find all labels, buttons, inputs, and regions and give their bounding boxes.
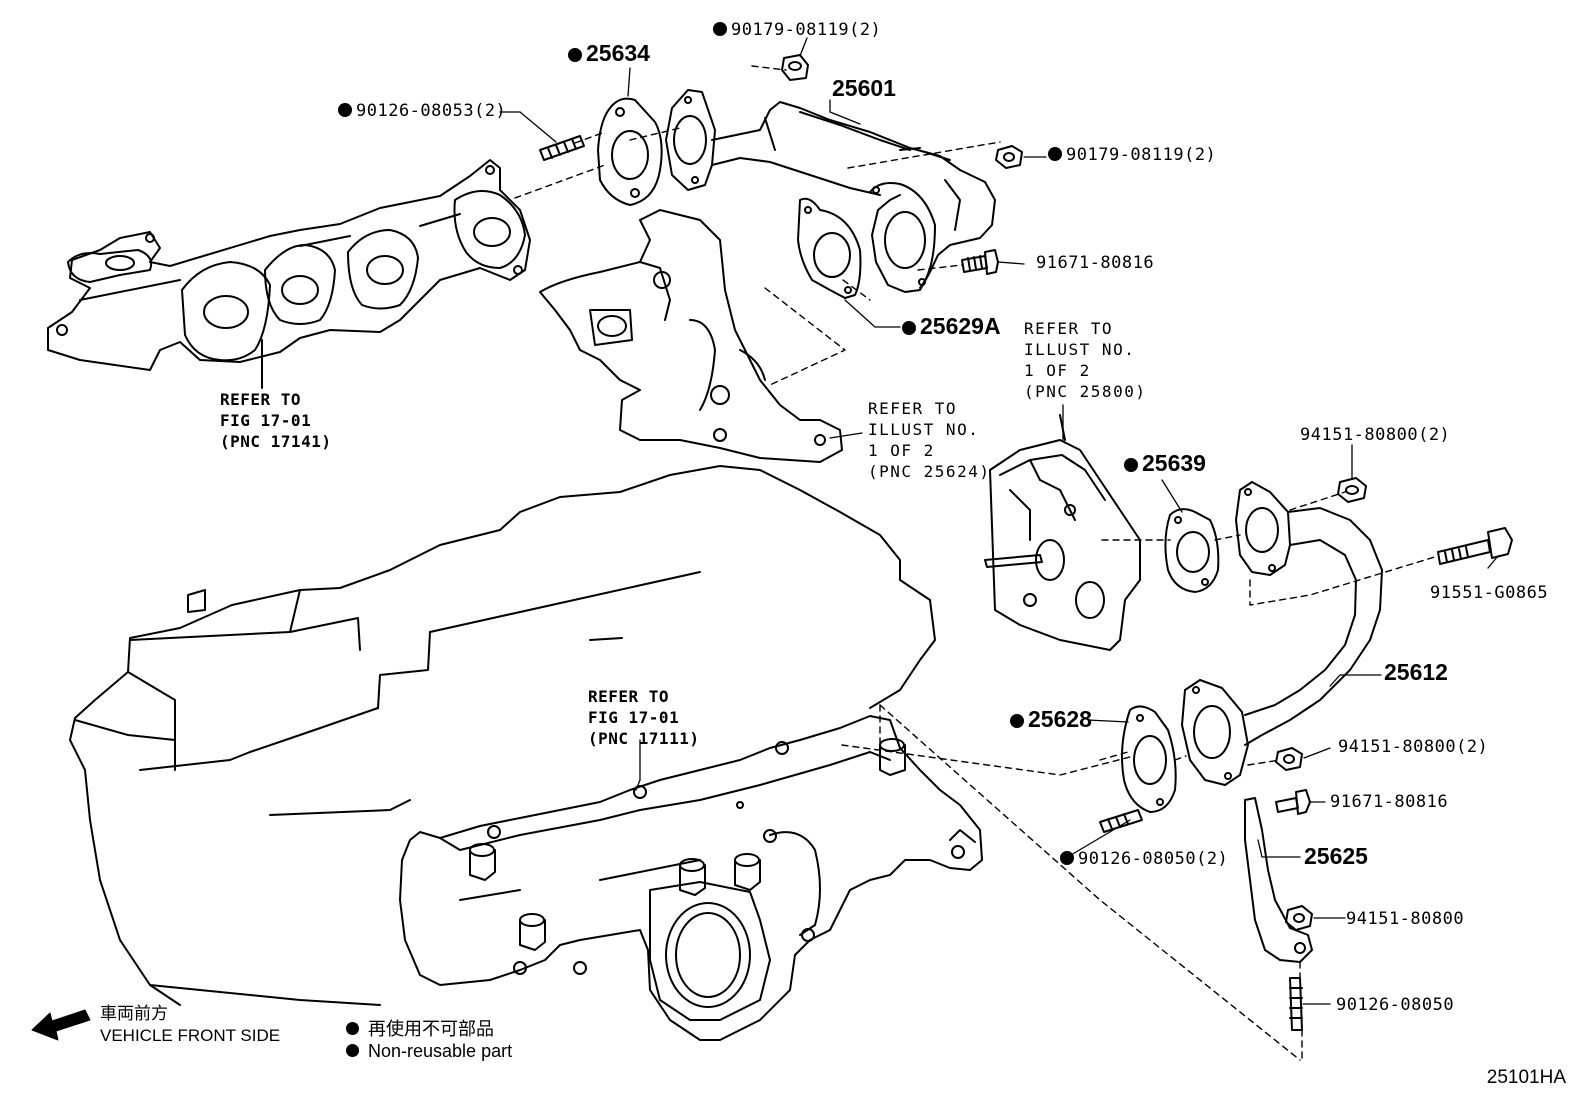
bolt-91671-b: [1275, 789, 1311, 815]
bolt-91671-a: [961, 249, 999, 275]
non-reusable-dot-icon: [902, 321, 916, 335]
non-reusable-dot-icon: [1060, 851, 1074, 865]
non-reusable-dot-icon: [346, 1022, 359, 1035]
label-94151-80800-a: 94151-80800(2): [1300, 425, 1451, 445]
label-25601: 25601: [832, 75, 896, 101]
leader-lines: [499, 37, 1499, 1005]
label-91671-80816-a: 91671-80816: [1036, 253, 1155, 273]
label-25628: 25628: [1010, 708, 1092, 731]
stud-90126-08053: [539, 135, 585, 161]
nut-94151-c: [1285, 905, 1313, 931]
label-90179-08119-right: 90179-08119(2): [1048, 147, 1216, 164]
turbo-elbow: [539, 209, 843, 463]
label-25612: 25612: [1384, 659, 1448, 685]
nut-90179-right: [995, 145, 1023, 169]
stud-90126-08050-2: [1099, 809, 1143, 833]
nut-94151-a: [1337, 477, 1367, 503]
gasket-25628: [1121, 705, 1177, 813]
label-90179-08119-top: 90179-08119(2): [713, 22, 881, 39]
egr-pipe-25612: [1181, 481, 1383, 786]
non-reusable-dot-icon: [1010, 714, 1024, 728]
stud-90126-08050: [1289, 977, 1303, 1031]
label-90126-08053: 90126-08053(2): [338, 103, 506, 120]
nut-90179-top: [781, 54, 809, 81]
label-94151-80800-b: 94151-80800(2): [1338, 737, 1489, 757]
label-25634: 25634: [568, 42, 650, 65]
assembly-lines: [514, 65, 1439, 1061]
non-reusable-dot-icon: [568, 48, 582, 62]
gasket-25629a: [797, 197, 862, 299]
label-94151-80800-c: 94151-80800: [1346, 909, 1465, 929]
engine-block-outline: [69, 465, 936, 1006]
non-reusable-dot-icon: [713, 22, 727, 36]
egr-cooler: [984, 414, 1141, 651]
label-91551-g0865: 91551-G0865: [1430, 583, 1549, 603]
gasket-25634: [597, 97, 663, 206]
label-91671-80816-b: 91671-80816: [1330, 792, 1449, 812]
legend-non-reusable-jp: 再使用不可部品: [346, 1015, 494, 1041]
non-reusable-dot-icon: [338, 103, 352, 117]
nut-94151-b: [1275, 747, 1303, 771]
front-arrow-icon: [31, 1009, 91, 1041]
exhaust-manifold: [47, 159, 531, 371]
label-25629a: 25629A: [902, 315, 1001, 338]
non-reusable-dot-icon: [1048, 147, 1062, 161]
intake-manifold: [399, 715, 983, 1041]
non-reusable-dot-icon: [346, 1044, 359, 1057]
label-25625: 25625: [1304, 843, 1368, 869]
gasket-25639: [1164, 508, 1220, 593]
figure-code: 25101HA: [1486, 1067, 1566, 1088]
legend-non-reusable-en: Non-reusable part: [346, 1041, 512, 1062]
bolt-91551: [1437, 527, 1513, 565]
label-25639: 25639: [1124, 452, 1206, 475]
label-90126-08050: 90126-08050: [1336, 995, 1455, 1015]
bracket-25625: [1244, 797, 1313, 963]
non-reusable-dot-icon: [1124, 458, 1138, 472]
vehicle-front-note: 車両前方 VEHICLE FRONT SIDE: [100, 1004, 281, 1045]
label-90126-08050-2: 90126-08050(2): [1060, 851, 1228, 868]
egr-pipe-25601: [665, 89, 996, 293]
